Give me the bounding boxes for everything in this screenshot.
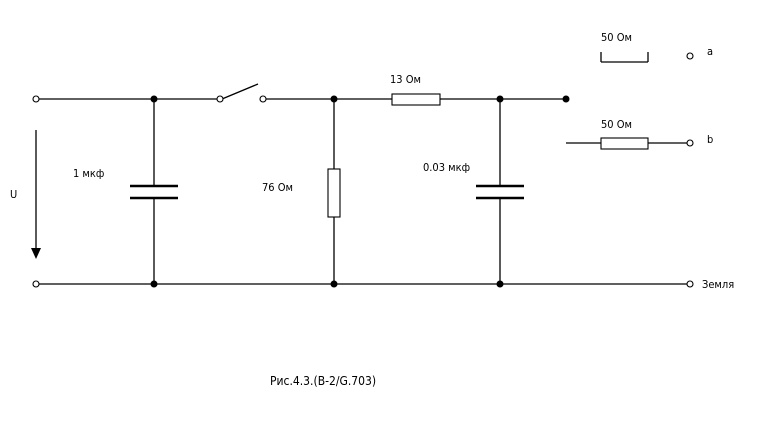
switch-contact-right: [259, 95, 267, 103]
series-resistor-13: [391, 93, 441, 106]
label-r-series: 13 Ом: [390, 73, 421, 86]
label-r-shunt: 76 Ом: [262, 181, 293, 194]
load-b-resistor: [600, 137, 649, 150]
node-top-r76: [330, 95, 338, 103]
voltage-arrow-head: [31, 248, 41, 259]
label-terminal-b: b: [707, 133, 713, 146]
switch-contact-left: [216, 95, 224, 103]
label-voltage: U: [10, 188, 17, 201]
node-top-c2: [496, 95, 504, 103]
node-bottom-c2: [496, 280, 504, 288]
label-c2: 0.03 мкф: [423, 161, 470, 174]
input-terminal-bottom: [32, 280, 40, 288]
figure-caption: Рис.4.3.(В-2/G.703): [270, 374, 376, 388]
label-terminal-a: a: [707, 45, 713, 58]
label-r-a: 50 Ом: [601, 31, 632, 44]
node-top-c1: [150, 95, 158, 103]
shunt-resistor-76: [327, 168, 341, 218]
terminal-b: [686, 139, 694, 147]
switch-blade: [221, 83, 259, 100]
label-r-b: 50 Ом: [601, 118, 632, 131]
input-terminal-top: [32, 95, 40, 103]
node-output: [562, 95, 570, 103]
node-bottom-c1: [150, 280, 158, 288]
terminal-a: [686, 52, 694, 60]
terminal-ground: [686, 280, 694, 288]
node-bottom-r76: [330, 280, 338, 288]
label-c1: 1 мкф: [73, 167, 104, 180]
label-ground: Земля: [702, 278, 734, 291]
